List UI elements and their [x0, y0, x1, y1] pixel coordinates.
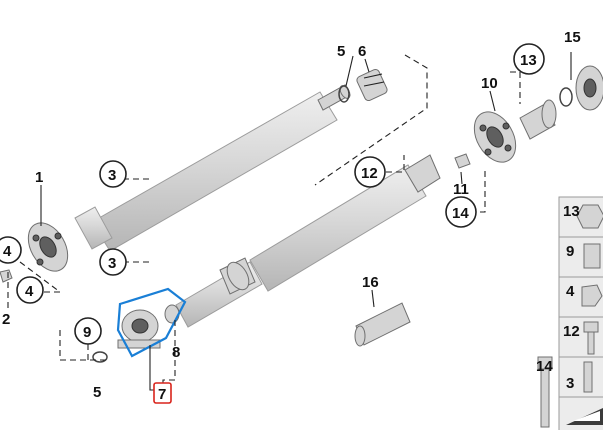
callout-7: 7 — [153, 382, 172, 404]
nut-11 — [454, 153, 471, 169]
svg-text:7: 7 — [158, 386, 166, 403]
callout-8: 8 — [172, 344, 180, 361]
side-panel — [558, 196, 603, 430]
svg-text:12: 12 — [361, 165, 378, 182]
svg-text:5: 5 — [337, 43, 345, 60]
callout-9: 9 — [74, 317, 102, 345]
svg-text:14: 14 — [536, 358, 553, 375]
upper-drive-shaft — [74, 84, 351, 252]
svg-text:1: 1 — [35, 169, 43, 186]
lower-drive-shaft — [175, 154, 441, 328]
svg-text:4: 4 — [566, 283, 575, 300]
callout-14: 14 — [445, 196, 477, 228]
callout-15: 15 — [564, 29, 581, 46]
flex-disc-left — [27, 222, 69, 272]
callout-3-lower: 3 — [99, 248, 127, 276]
flex-disc-right — [473, 111, 517, 163]
svg-text:2: 2 — [2, 311, 10, 328]
callout-3-upper: 3 — [99, 160, 127, 188]
svg-text:4: 4 — [25, 283, 34, 300]
svg-text:9: 9 — [566, 243, 574, 260]
grease-tube — [354, 302, 411, 347]
svg-text:6: 6 — [358, 43, 366, 60]
seal-6 — [356, 68, 388, 102]
svg-text:16: 16 — [362, 274, 379, 291]
svg-text:13: 13 — [563, 203, 580, 220]
svg-text:3: 3 — [108, 255, 116, 272]
svg-text:3: 3 — [108, 167, 116, 184]
svg-text:5: 5 — [93, 384, 101, 401]
nut-left — [0, 269, 13, 283]
ring-15 — [559, 87, 573, 107]
flange-13 — [519, 99, 557, 140]
svg-text:14: 14 — [452, 205, 469, 222]
svg-text:8: 8 — [172, 344, 180, 361]
svg-text:10: 10 — [481, 75, 498, 92]
callout-13: 13 — [513, 43, 545, 75]
side-panel-labels: 13 9 4 12 3 14 — [536, 203, 580, 392]
bolt-14 — [537, 356, 553, 428]
leader-lines — [7, 52, 572, 391]
bearing-highlight — [116, 287, 187, 358]
callout-12: 12 — [354, 156, 386, 188]
callout-2: 2 — [2, 311, 10, 328]
callout-16: 16 — [362, 274, 379, 291]
flange-15 — [575, 65, 603, 111]
callout-4-upper: 4 — [0, 236, 22, 264]
callout-5-upper: 5 — [337, 43, 345, 60]
ring-5-upper — [338, 85, 350, 103]
callout-6: 6 — [358, 43, 366, 60]
svg-text:12: 12 — [563, 323, 580, 340]
svg-text:4: 4 — [3, 243, 12, 260]
callout-10: 10 — [481, 75, 498, 92]
callout-4-lower: 4 — [16, 276, 44, 304]
callout-1: 1 — [35, 169, 43, 186]
callout-11: 11 — [453, 181, 469, 198]
svg-text:9: 9 — [83, 324, 91, 341]
svg-text:11: 11 — [453, 181, 469, 198]
ring-5-lower — [92, 351, 108, 363]
svg-text:15: 15 — [564, 29, 581, 46]
center-bearing — [117, 304, 180, 349]
svg-text:3: 3 — [566, 375, 574, 392]
callout-5-lower: 5 — [93, 384, 101, 401]
svg-text:13: 13 — [520, 52, 537, 69]
